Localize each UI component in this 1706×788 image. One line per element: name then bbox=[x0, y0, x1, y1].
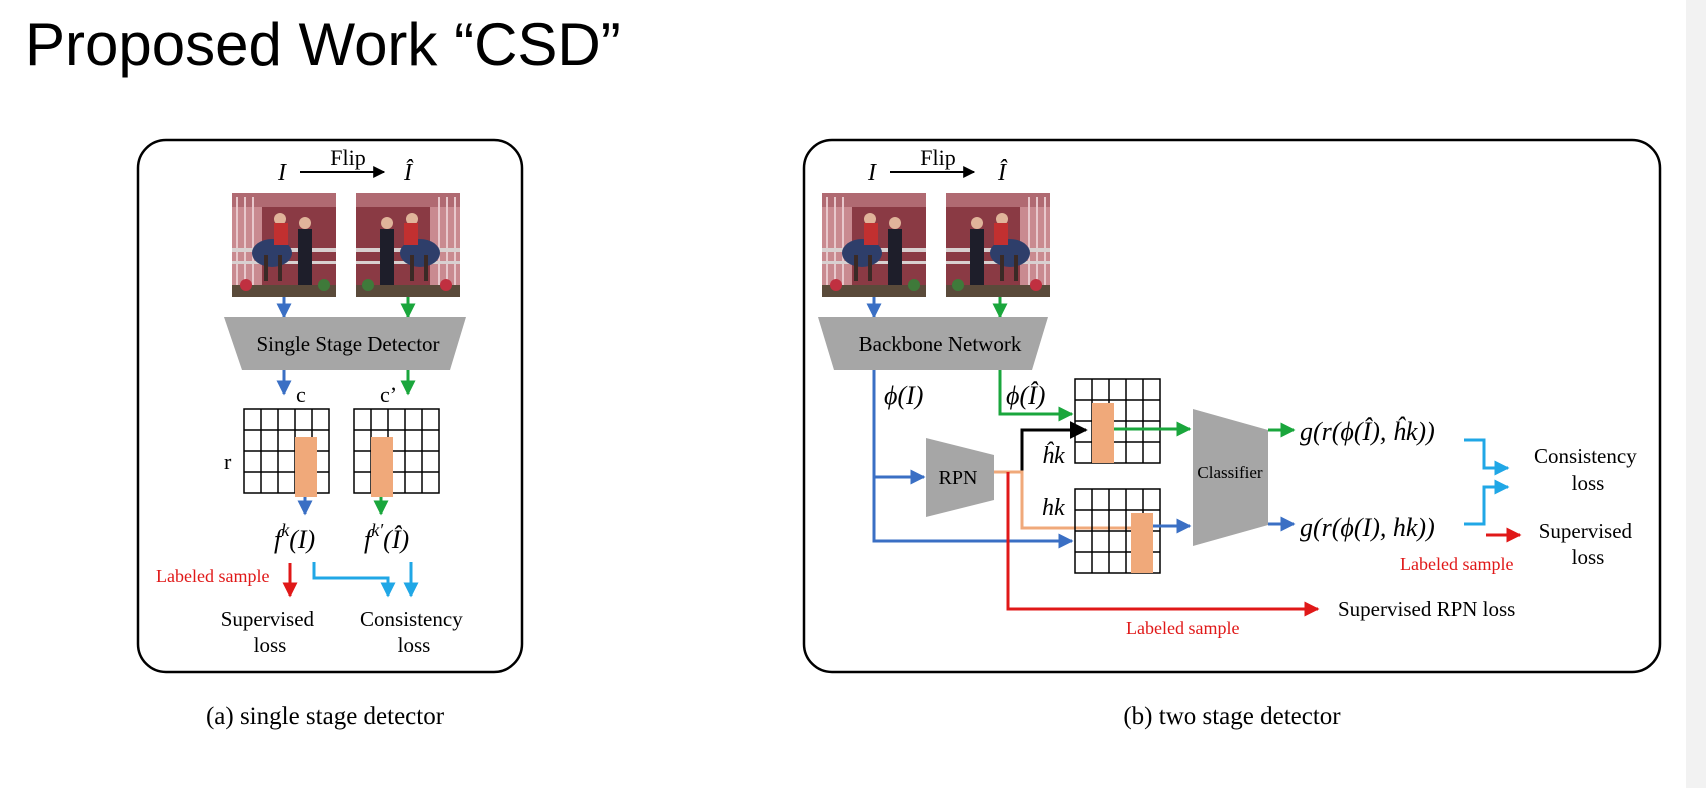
panel-b-caption: (b) two stage detector bbox=[1123, 703, 1341, 730]
panel-a-r-label: r bbox=[224, 449, 232, 474]
panel-b-consistency-loss: Consistency loss bbox=[1534, 444, 1642, 495]
panel-b-flipped-label: Î bbox=[997, 160, 1008, 186]
panel-b-supervised-loss: Supervised loss bbox=[1539, 519, 1638, 569]
panel-b-g-orig: g(r(ϕ(I), hk)) bbox=[1300, 513, 1435, 542]
panel-a-feature-left: fk(I) bbox=[274, 520, 315, 554]
rpn-block bbox=[926, 438, 994, 517]
single-stage-detector-label: Single Stage Detector bbox=[256, 332, 439, 356]
panel-b-g-flipped: g(r(ϕ(Î), ĥk)) bbox=[1300, 417, 1435, 446]
panel-b-h-k: hk bbox=[1042, 495, 1065, 521]
panel-b-supervised-rpn-loss: Supervised RPN loss bbox=[1338, 597, 1515, 621]
panel-b-phi-I: ϕ(I) bbox=[884, 381, 923, 410]
classifier-label: Classifier bbox=[1197, 463, 1262, 482]
panel-b-frame bbox=[802, 138, 1662, 674]
right-edge-strip bbox=[1686, 0, 1706, 788]
rpn-label: RPN bbox=[939, 467, 978, 489]
slide-title: Proposed Work “CSD” bbox=[25, 11, 621, 78]
panel-a-labeled-sample: Labeled sample bbox=[156, 566, 269, 586]
panel-a-flipped-label: Î bbox=[403, 160, 414, 186]
panel-b-input-label: I bbox=[867, 160, 877, 186]
backbone-network-block bbox=[818, 317, 1048, 370]
panel-b-phi-I-hat: ϕ(Î) bbox=[1006, 381, 1045, 410]
panel-b-anchor-orig bbox=[1131, 513, 1153, 573]
panel-b-anchor-flipped bbox=[1092, 403, 1114, 463]
panel-a-caption: (a) single stage detector bbox=[206, 703, 445, 730]
panel-a-consistency-loss: Consistency loss bbox=[360, 607, 468, 657]
panel-a-supervised-loss: Supervised loss bbox=[221, 607, 320, 657]
panel-a-c-prime-label: c’ bbox=[380, 382, 397, 407]
panel-b-labeled-sample-top: Labeled sample bbox=[1400, 554, 1513, 574]
panel-b-input-image bbox=[822, 193, 926, 297]
panel-b-flip-label: Flip bbox=[920, 145, 955, 170]
panel-a-c-label: c bbox=[296, 382, 306, 407]
panel-a-anchor-left bbox=[295, 437, 317, 497]
panel-a-flip-label: Flip bbox=[330, 145, 365, 170]
panel-b-labeled-sample-bottom: Labeled sample bbox=[1126, 618, 1239, 638]
classifier-block bbox=[1193, 409, 1268, 546]
backbone-network-label: Backbone Network bbox=[859, 332, 1022, 356]
panel-a-single-stage: I Flip Î Single Stage Detector c c’ r fk… bbox=[136, 138, 524, 730]
panel-a-feature-right: fk′(Î) bbox=[364, 520, 409, 554]
panel-a-anchor-right bbox=[371, 437, 393, 497]
panel-b-h-hat-k: ĥk bbox=[1042, 442, 1065, 469]
panel-b-flipped-image bbox=[946, 193, 1050, 297]
single-stage-detector-block bbox=[224, 317, 466, 370]
panel-b-two-stage: I Flip Î Backbone Network ϕ(I) ϕ(Î) RPN … bbox=[802, 138, 1662, 730]
panel-a-flipped-image bbox=[356, 193, 460, 297]
panel-a-input-label: I bbox=[277, 160, 287, 186]
panel-a-input-image bbox=[232, 193, 336, 297]
